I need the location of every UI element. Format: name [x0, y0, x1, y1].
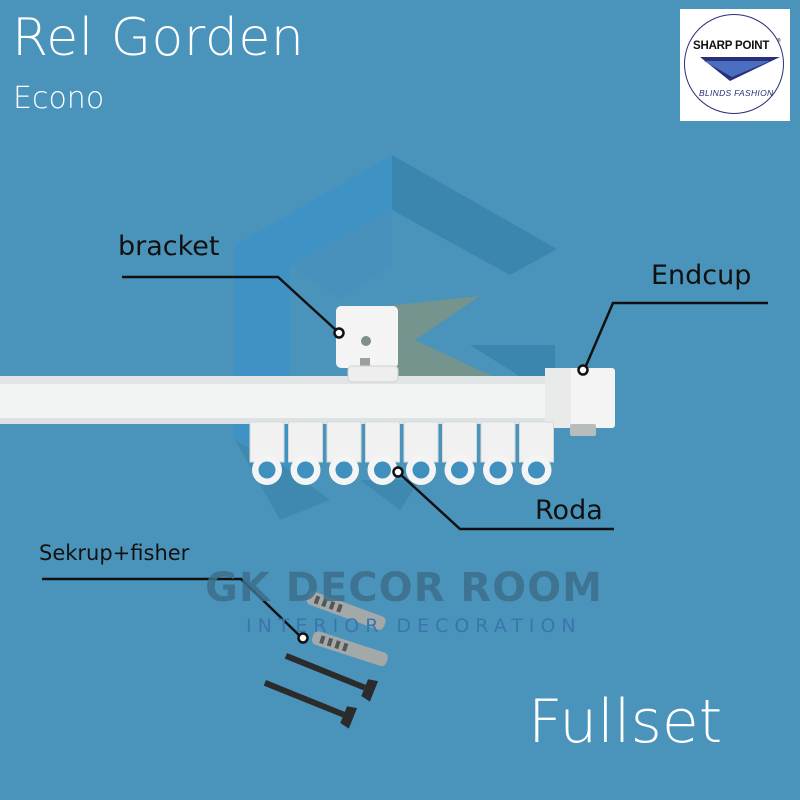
logo-registered-mark: ®: [777, 38, 781, 44]
bracket-label: bracket: [118, 231, 220, 262]
roller: [249, 421, 285, 485]
watermark-name: GK DECOR ROOM: [205, 565, 603, 611]
endcup-label: Endcup: [651, 260, 752, 291]
bracket-part: [336, 306, 399, 383]
roda-callout-dot: [392, 466, 404, 478]
brand-logo: SHARP POINT ® BLINDS FASHION: [680, 9, 790, 121]
roller: [519, 421, 554, 485]
product-title: Rel Gorden: [12, 8, 305, 68]
product-variant: Econo: [13, 81, 105, 116]
endcup-callout-dot: [577, 364, 589, 376]
watermark-tagline: INTERIOR DECORATION: [246, 615, 582, 637]
curtain-rail: [0, 376, 560, 424]
roda-callout-line: [399, 473, 614, 531]
roller: [326, 421, 362, 485]
logo-circle: [684, 14, 784, 114]
roller: [288, 421, 323, 485]
roller: [480, 421, 516, 485]
callout-lines: [42, 275, 768, 644]
logo-brand-name: SHARP POINT: [693, 40, 770, 52]
logo-tagline: BLINDS FASHION: [699, 88, 774, 98]
screws-label: Sekrup+fisher: [39, 541, 190, 565]
bracket-callout-line: [122, 275, 338, 332]
roda-label: Roda: [535, 495, 603, 526]
fullset-badge: Fullset: [528, 687, 723, 757]
roller: [403, 421, 439, 485]
screws-and-anchors: [263, 591, 388, 729]
roller: [365, 421, 400, 485]
endcap-part: [545, 368, 615, 436]
screws-callout-line: [42, 577, 302, 638]
bracket-callout-dot: [333, 327, 345, 339]
roller-set: [249, 421, 554, 485]
endcup-callout-line: [583, 301, 768, 369]
screws-callout-dot: [297, 632, 309, 644]
logo-swoosh-icon: [700, 57, 780, 81]
roller: [442, 421, 477, 485]
